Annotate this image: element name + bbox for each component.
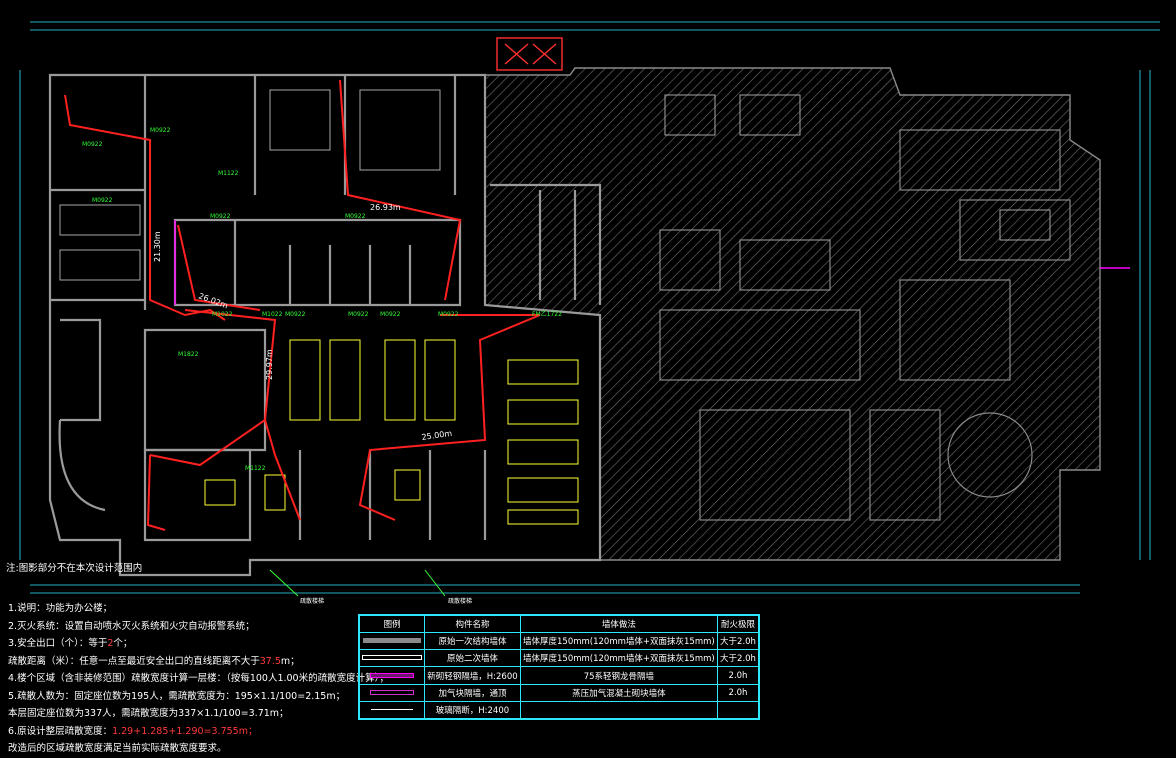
dim-label: 26.02m <box>197 291 229 310</box>
legend-name: 原始一次结构墙体 <box>424 632 521 651</box>
door-tag: M0922 <box>210 213 231 220</box>
legend-rating: 2.0h <box>716 666 760 685</box>
legend-header: 墙体做法 <box>519 614 718 634</box>
legend-header: 构件名称 <box>424 614 521 634</box>
door-tag: M1122 <box>218 170 239 177</box>
legend-swatch <box>358 683 426 702</box>
door-tag: M0922 <box>348 311 369 318</box>
legend-rating: 2.0h <box>716 683 760 702</box>
legend-method: 75系轻钢龙骨隔墙 <box>519 666 718 685</box>
legend-swatch <box>358 700 426 720</box>
legend-method: 墙体厚度150mm(120mm墙体+双面抹灰15mm) <box>519 632 718 651</box>
legend-swatch <box>358 649 426 668</box>
legend-swatch <box>358 666 426 685</box>
door-tag: M0922 <box>285 311 306 318</box>
exit-label: 疏散楼梯 <box>448 597 472 605</box>
dim-label: 29.97m <box>265 349 274 380</box>
egress-path-lines <box>64 79 541 531</box>
door-tag: M0922 <box>438 311 459 318</box>
door-tag: M1122 <box>245 465 266 472</box>
door-tag: M0922 <box>92 197 113 204</box>
design-notes: 1.说明：功能为办公楼； 2.灭火系统：设置自动喷水灭火系统和火灾自动报警系统；… <box>8 600 389 758</box>
legend-rating <box>716 700 760 720</box>
legend-method: 墙体厚度150mm(120mm墙体+双面抹灰15mm) <box>519 649 718 668</box>
door-tag: M1022 <box>262 311 283 318</box>
legend-method <box>519 700 718 720</box>
door-tag: M1022 <box>212 311 233 318</box>
legend-table: 图例 构件名称 墙体做法 耐火极限 原始一次结构墙体 墙体厚度150mm(120… <box>358 614 760 720</box>
note-line: 本层固定座位数为337人，需疏散宽度为337×1.1/100=3.71m； <box>8 708 289 719</box>
door-tag: M0922 <box>150 127 171 134</box>
door-tag: M1822 <box>178 351 199 358</box>
dim-label: 21.30m <box>153 231 162 262</box>
legend-name: 新砌轻钢隔墙，H:2600 <box>424 666 521 685</box>
dim-label: 26.93m <box>370 203 401 212</box>
elevator-shafts <box>496 37 563 71</box>
door-tag: FM乙1722 <box>532 311 562 318</box>
note-line: 3.安全出口（个）：等于2个； <box>8 638 133 649</box>
exit-markers <box>269 569 446 597</box>
note-line: 改造后的区域疏散宽度满足当前实际疏散宽度要求。 <box>8 743 227 754</box>
legend-header: 图例 <box>358 614 426 634</box>
door-tag: M0922 <box>380 311 401 318</box>
legend-method: 蒸压加气混凝土砌块墙体 <box>519 683 718 702</box>
axis-grid <box>19 21 1160 594</box>
office-furniture <box>59 89 1051 281</box>
legend-name: 加气块隔墙，通顶 <box>424 683 521 702</box>
note-line: 5.疏散人数为：固定座位数为195人，需疏散宽度为：195×1.1/100=2.… <box>8 690 346 702</box>
legend-swatch <box>358 632 426 651</box>
note-line: 疏散距离（米）：任意一点至最近安全出口的直线距离不大于37.5m； <box>8 655 300 667</box>
legend-rating: 大于2.0h <box>716 649 760 668</box>
legend-name: 原始二次墙体 <box>424 649 521 668</box>
legend-header: 耐火极限 <box>716 614 760 634</box>
door-tag: M0922 <box>82 141 103 148</box>
note-line: 2.灭火系统：设置自动喷水灭火系统和火灾自动报警系统； <box>8 620 255 632</box>
note-line: 4.楼个区域（含非装修范围）疏散宽度计算一层楼：（按每100人1.00米的疏散宽… <box>8 673 389 684</box>
dim-label: 25.00m <box>421 429 453 442</box>
exit-label: 疏散楼梯 <box>300 597 324 605</box>
legend-name: 玻璃隔断，H:2400 <box>424 700 521 720</box>
note-line: 6.原设计整层疏散宽度：1.29+1.285+1.290=3.755m； <box>8 725 258 737</box>
scope-note: 注:图影部分不在本次设计范围内 <box>6 563 143 574</box>
note-line: 1.说明：功能为办公楼； <box>8 603 113 614</box>
workstations <box>204 339 579 525</box>
door-tag: M0922 <box>345 213 366 220</box>
new-partitions <box>174 220 1130 305</box>
interior-rooms <box>659 129 1071 521</box>
legend-rating: 大于2.0h <box>716 632 760 651</box>
